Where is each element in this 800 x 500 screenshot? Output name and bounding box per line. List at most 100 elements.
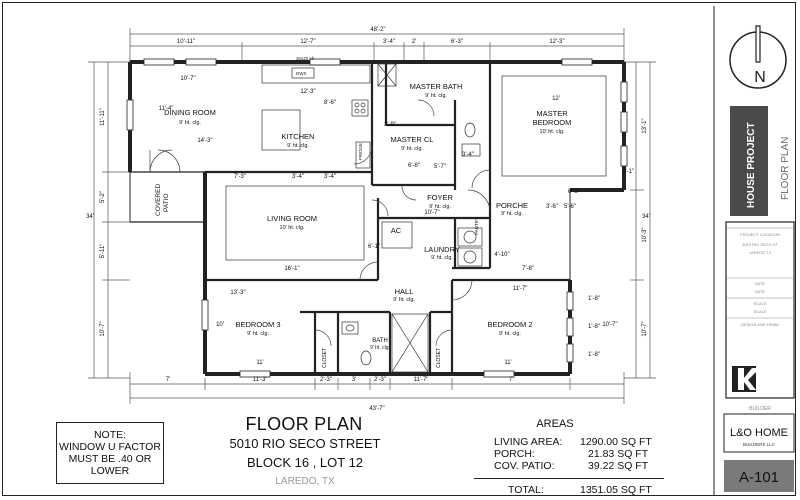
dim-interior: 13'-3": [230, 290, 245, 296]
dim-interior: 11': [504, 360, 511, 366]
info-row-3: DATE: [755, 281, 766, 286]
room-label-dining: DINING ROOM: [164, 108, 216, 117]
project-vertical-title: HOUSE PROJECT: [746, 122, 757, 208]
top-dimension-lines: [129, 28, 625, 62]
dim-left-side: 10'-7": [100, 321, 106, 336]
dim-interior: 5'-7": [434, 164, 446, 170]
right-dimension-lines: [624, 61, 656, 379]
builder-sub: BUILDERS LLC: [743, 442, 776, 447]
dim-right-side: 10'-7": [642, 321, 648, 336]
dim-interior: 12': [552, 96, 560, 102]
note-line-1: WINDOW U FACTOR: [59, 441, 161, 453]
dim-interior: 1'-8": [588, 296, 600, 302]
room-label-living: LIVING ROOM: [267, 214, 317, 223]
room-label-master-bath: MASTER BATH: [410, 82, 463, 91]
dim-interior: 11'-4": [159, 106, 174, 112]
dim-left-side: 5'-2": [100, 191, 106, 203]
dim-interior: 5'-6": [564, 204, 576, 210]
room-label-covered-patio-2: PATIO: [163, 193, 170, 212]
room-ceiling-master-closet: 9' ht. clg.: [401, 146, 423, 152]
room-ceiling-living: 10' ht. clg.: [280, 225, 305, 231]
dim-overall-bottom: 43'-7": [369, 406, 384, 412]
room-ceiling-foyer: 9' ht. clg.: [429, 204, 451, 210]
room-ceiling-dining: 9' ht. clg.: [179, 120, 201, 126]
interior-walls: [205, 62, 570, 374]
dim-left-side: 5'-11": [100, 244, 106, 259]
dim-interior: 1'-8": [588, 352, 600, 358]
dim-interior: 14'-3": [197, 138, 212, 144]
room-label-master-bedroom: MASTER: [536, 109, 568, 118]
info-row-5: SCALE: [753, 301, 766, 306]
info-row-7: DESIGN AND DRAW: [741, 322, 779, 327]
fixtures: [225, 63, 607, 373]
room-label-foyer: FOYER: [427, 193, 453, 202]
range-label: 30x20 sh: [296, 56, 315, 61]
room-label-hall: HALL: [395, 287, 414, 296]
dim-interior: 3'-4": [292, 174, 304, 180]
room-label-master-closet: MASTER CL: [391, 135, 434, 144]
note-line-2: MUST BE .40 OR: [68, 453, 152, 465]
project-city: LAREDO, TX: [275, 476, 335, 487]
info-row-4: DATE: [755, 289, 766, 294]
dim-interior: 7'-8": [522, 266, 534, 272]
dimension-texts: 48'-2"10'-11"12'-7"3'-4"2'6'-3"12'-3"43'…: [86, 27, 650, 412]
dim-interior: 12'-3": [300, 89, 315, 95]
dim-interior: 4'-10": [494, 252, 509, 258]
dim-right-side: 13'-1": [642, 118, 648, 133]
room-label-laundry: LAUNDRY: [424, 245, 460, 254]
dim-interior: 10'-7": [602, 322, 617, 328]
note-title: NOTE:: [93, 429, 127, 441]
room-ceiling-laundry: 9' ht. clg.: [431, 255, 453, 261]
dim-interior: 6'-3": [568, 189, 580, 195]
block-lot: BLOCK 16 , LOT 12: [246, 455, 364, 470]
patio-labels: COVERED PATIO CLOSET CLOSET FRIDGE PANTR…: [155, 143, 479, 368]
dim-top-segment: 3'-4": [383, 39, 395, 45]
note-box: NOTE: WINDOW U FACTOR MUST BE .40 OR LOW…: [56, 422, 164, 484]
room-ceiling-bedroom3: 9' ht. clg.: [247, 331, 269, 337]
builder-box: [723, 413, 795, 453]
room-label-kitchen: KITCHEN: [282, 132, 315, 141]
builder-caption: BUILDER: [749, 406, 771, 412]
dim-interior: 11': [256, 360, 263, 366]
dim-interior: 3'-6": [546, 204, 558, 210]
room-label-covered-patio: COVERED: [155, 184, 162, 216]
room-ceiling-master-bath: 9' ht. clg.: [425, 93, 447, 99]
room-ceiling-master-bedroom: 10' ht. clg.: [540, 129, 565, 135]
room-label-ac: AC: [391, 226, 402, 235]
dim-left-side: 11'-11": [100, 108, 106, 126]
sheet-title: FLOOR PLAN: [245, 414, 363, 434]
info-row-6: SCALE: [753, 309, 766, 314]
dim-interior: 2'-1": [622, 169, 634, 175]
dim-interior: 6'-8": [408, 163, 420, 169]
dim-right-side: 10'-3": [642, 227, 648, 242]
dim-bottom-segment: 2'-3": [374, 377, 386, 383]
dim-interior: 10'-7": [424, 210, 439, 216]
dim-top-segment: 6'-3": [451, 39, 463, 45]
dim-left-overall: 34': [86, 214, 94, 220]
pantry-label: PANTRY: [474, 217, 479, 235]
dim-top-segment: 10'-11": [177, 39, 195, 45]
windows: [126, 58, 628, 378]
bottom-dimension-lines: [129, 372, 625, 404]
dim-interior: 10'-7": [180, 76, 195, 82]
room-ceiling-bath: 9' ht. clg.: [370, 345, 390, 351]
room-label-bath: BATH: [372, 338, 388, 344]
areas-divider: [474, 478, 664, 479]
closet-label-left: CLOSET: [322, 348, 328, 368]
dim-top-segment: 12'-3": [549, 39, 564, 45]
closet-label-right: CLOSET: [436, 348, 442, 368]
dishwasher-label: DWS: [296, 71, 307, 76]
sheet-number-box: [724, 460, 794, 492]
dim-interior: 3'-4": [324, 174, 336, 180]
room-label-porche: PORCHE: [496, 201, 528, 210]
dim-bottom-segment: 11'-7": [414, 377, 429, 383]
door-swings: [149, 99, 491, 347]
note-line-3: LOWER: [90, 465, 130, 477]
areas-title: AREAS: [536, 418, 574, 430]
sheet-number: A-101: [739, 469, 779, 486]
dim-interior: 7'-3": [234, 174, 246, 180]
room-label-master-bedroom-2: BEDROOM: [533, 118, 572, 127]
room-label-bedroom3: BEDROOM 3: [235, 320, 280, 329]
